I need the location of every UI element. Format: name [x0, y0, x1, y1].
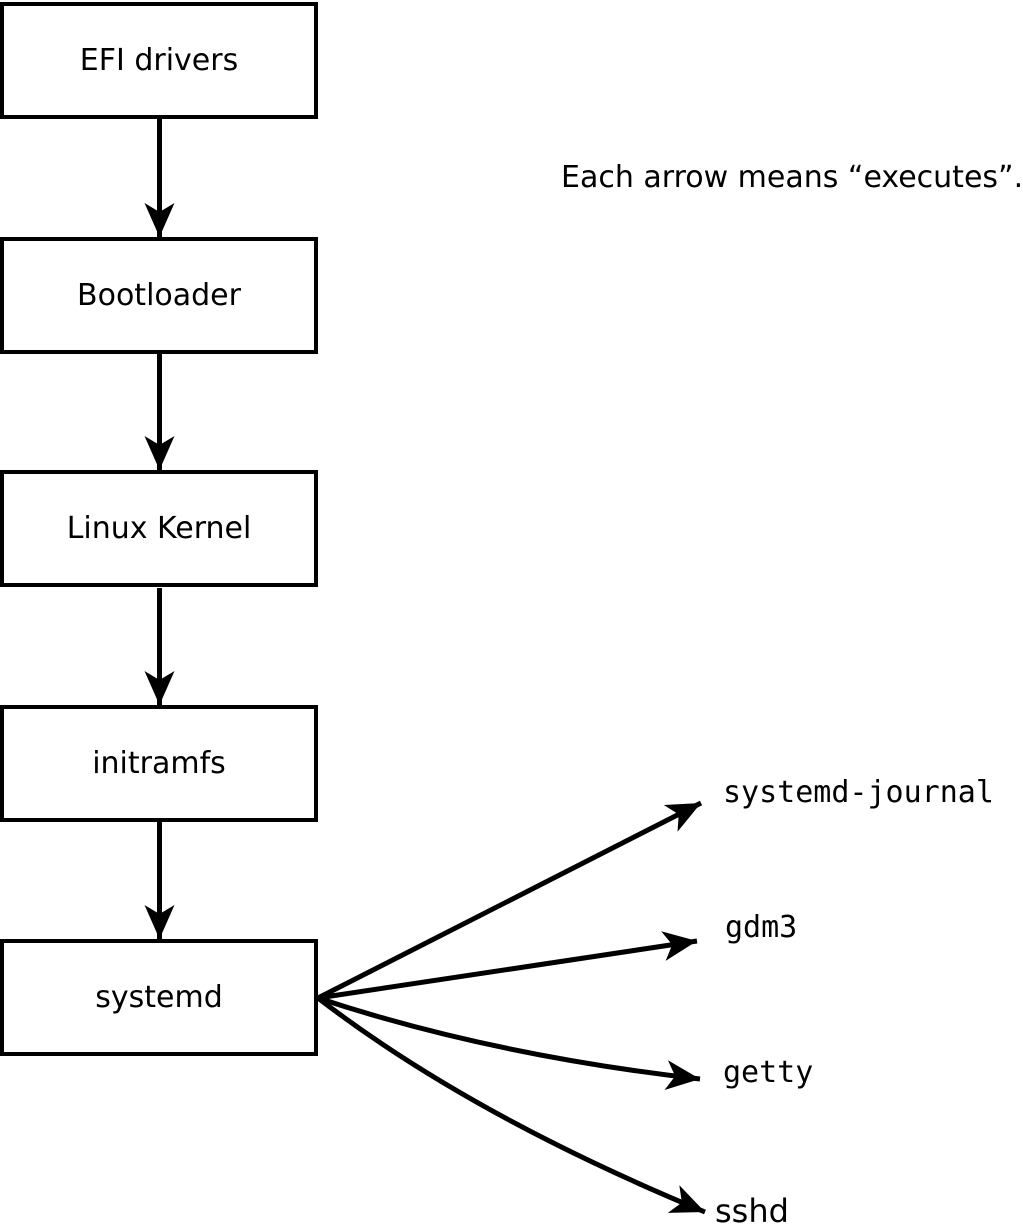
node-bootloader-label: Bootloader: [77, 277, 241, 313]
node-efi-drivers: EFI drivers: [0, 2, 318, 119]
arrow-systemd-to-sshd: [316, 996, 706, 1215]
node-linux-kernel-label: Linux Kernel: [66, 510, 252, 546]
label-systemd-journal: systemd-journal: [723, 775, 994, 810]
node-systemd-label: systemd: [95, 979, 223, 1015]
node-efi-drivers-label: EFI drivers: [79, 42, 239, 78]
label-gdm3: gdm3: [725, 910, 798, 945]
node-initramfs-label: initramfs: [92, 745, 226, 781]
node-bootloader: Bootloader: [0, 237, 318, 354]
node-linux-kernel: Linux Kernel: [0, 470, 318, 587]
node-initramfs: initramfs: [0, 705, 318, 822]
label-getty: getty: [723, 1055, 814, 1090]
annotation-text: Each arrow means “executes”.: [561, 160, 1023, 195]
arrow-systemd-to-gdm3: [317, 931, 698, 1001]
label-sshd: sshd: [715, 1192, 789, 1230]
arrow-systemd-to-getty: [317, 995, 701, 1091]
node-systemd: systemd: [0, 939, 318, 1056]
arrow-systemd-to-journal: [316, 800, 703, 1001]
